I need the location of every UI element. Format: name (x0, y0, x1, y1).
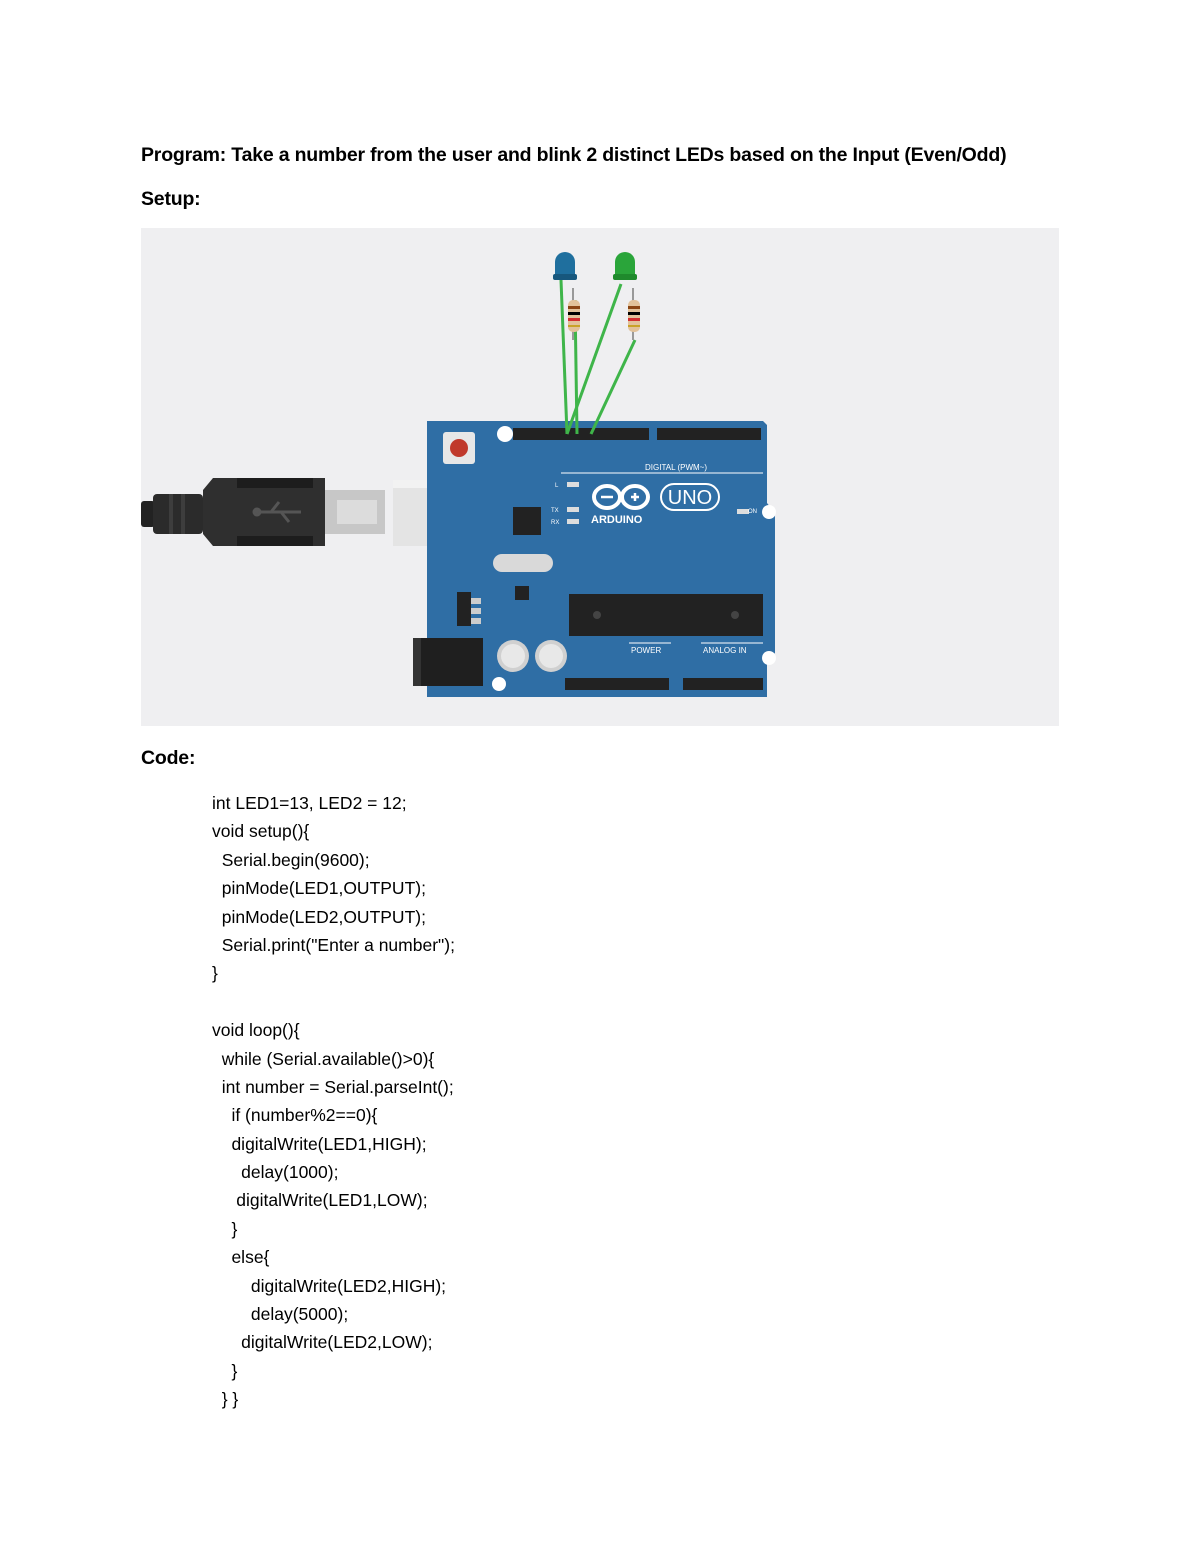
setup-heading: Setup: (141, 188, 201, 210)
code-block: int LED1=13, LED2 = 12; void setup(){ Ser… (212, 789, 455, 1414)
led-blue (553, 252, 577, 280)
digital-label: DIGITAL (PWM~) (645, 463, 707, 472)
arduino-logo-icon (592, 484, 650, 510)
code-line: int number = Serial.parseInt(); (212, 1076, 454, 1097)
code-line (212, 988, 455, 1016)
code-line: digitalWrite(LED2,HIGH); (212, 1275, 447, 1296)
code-line: digitalWrite(LED1,HIGH); (212, 1133, 427, 1154)
resistor-2 (628, 288, 640, 340)
code-line: Serial.print("Enter a number"); (212, 934, 455, 955)
code-line: digitalWrite(LED2,LOW); (212, 1332, 433, 1353)
wires (559, 279, 637, 435)
code-line: } (212, 963, 218, 984)
analog-in-label: ANALOG IN (703, 646, 747, 655)
arduino-board: UNO ARDUINO DIGITAL (PWM~) POWER ANALOG … (413, 421, 776, 697)
board-model-label: UNO (668, 487, 712, 509)
code-heading: Code: (141, 747, 196, 769)
l-label: L (555, 483, 559, 489)
program-heading: Program: Take a number from the user and… (141, 144, 1007, 166)
power-label: POWER (631, 646, 661, 655)
code-line: pinMode(LED2,OUTPUT); (212, 906, 426, 927)
led-green (613, 252, 637, 280)
on-label: ON (748, 509, 757, 515)
tx-label: TX (551, 508, 559, 514)
code-line: } } (212, 1389, 239, 1410)
code-line: void setup(){ (212, 821, 310, 842)
code-line: while (Serial.available()>0){ (212, 1048, 435, 1069)
code-line: void loop(){ (212, 1020, 300, 1041)
code-line: } (212, 1218, 238, 1239)
code-line: } (212, 1360, 238, 1381)
circuit-figure: UNO ARDUINO DIGITAL (PWM~) POWER ANALOG … (141, 228, 1059, 726)
resistor-1 (568, 288, 580, 340)
usb-icon (252, 501, 301, 523)
code-line: int LED1=13, LED2 = 12; (212, 793, 407, 813)
code-line: delay(5000); (212, 1304, 349, 1325)
rx-label: RX (551, 520, 559, 526)
code-line: delay(1000); (212, 1162, 339, 1183)
code-line: digitalWrite(LED1,LOW); (212, 1190, 428, 1211)
code-line: pinMode(LED1,OUTPUT); (212, 878, 426, 899)
code-line: else{ (212, 1247, 270, 1268)
code-line: if (number%2==0){ (212, 1105, 378, 1126)
code-line: Serial.begin(9600); (212, 849, 370, 870)
board-brand-label: ARDUINO (591, 514, 643, 526)
